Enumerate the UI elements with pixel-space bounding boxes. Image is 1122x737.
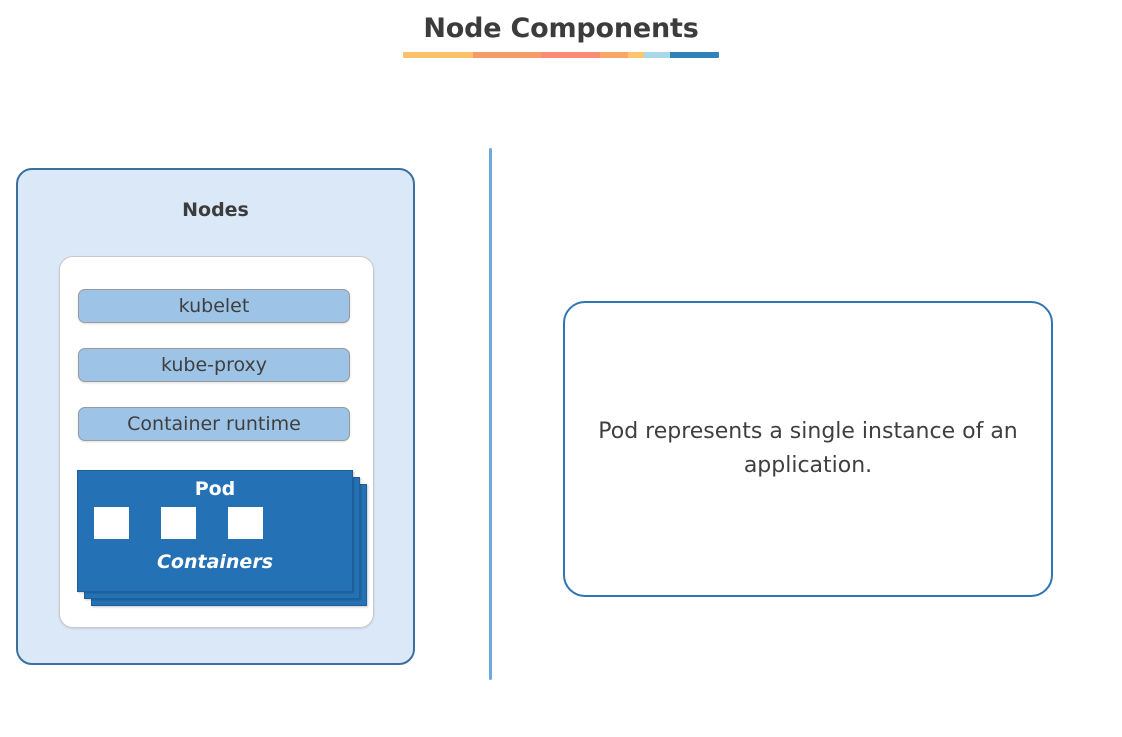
nodes-container: Nodes kubelet kube-proxy Container runti… xyxy=(16,168,415,665)
pod-card[interactable]: Pod Containers xyxy=(77,470,353,592)
underline-segment xyxy=(628,52,645,58)
underline-segment xyxy=(403,52,474,58)
nodes-heading: Nodes xyxy=(182,199,249,221)
underline-segment xyxy=(541,52,601,58)
container-squares xyxy=(94,507,336,539)
containers-label: Containers xyxy=(156,551,274,573)
component-kubelet[interactable]: kubelet xyxy=(78,289,350,323)
title-underline-accent xyxy=(403,52,719,58)
description-panel: Pod represents a single instance of an a… xyxy=(563,301,1053,597)
container-square xyxy=(94,507,129,539)
underline-segment xyxy=(600,52,629,58)
container-square xyxy=(228,507,263,539)
container-square xyxy=(161,507,196,539)
component-container-runtime[interactable]: Container runtime xyxy=(78,407,350,441)
page-header: Node Components xyxy=(0,12,1122,58)
page-title: Node Components xyxy=(423,13,699,44)
pod-stack[interactable]: Pod Containers xyxy=(77,470,367,606)
component-label: Container runtime xyxy=(127,413,301,435)
component-label: kubelet xyxy=(178,295,250,317)
vertical-divider xyxy=(489,148,492,680)
underline-segment xyxy=(670,52,719,58)
component-kube-proxy[interactable]: kube-proxy xyxy=(78,348,350,382)
description-text: Pod represents a single instance of an a… xyxy=(598,419,1018,478)
underline-segment xyxy=(644,52,671,58)
node-card: kubelet kube-proxy Container runtime Pod… xyxy=(59,256,374,628)
component-label: kube-proxy xyxy=(160,354,268,376)
underline-segment xyxy=(473,52,542,58)
pod-title: Pod xyxy=(194,478,236,500)
